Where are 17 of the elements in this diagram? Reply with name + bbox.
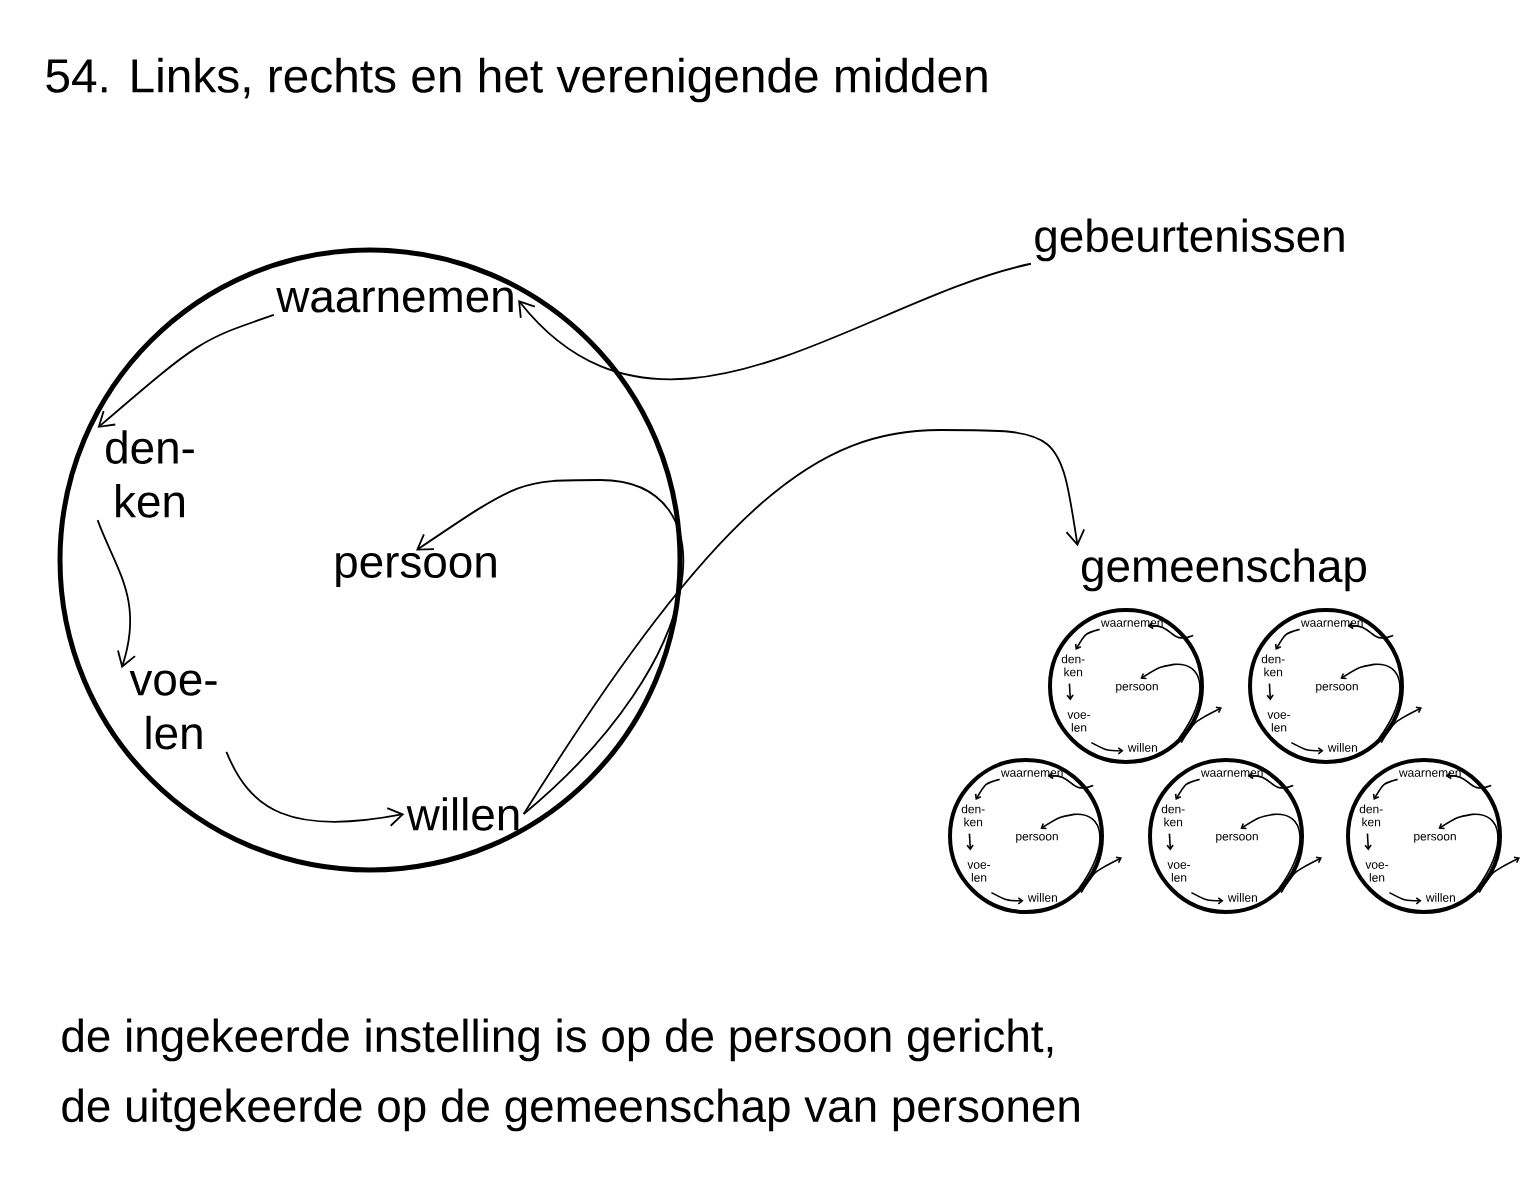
curved-arrow xyxy=(225,750,405,827)
word-label: gemeenschap xyxy=(1082,548,1366,592)
curved-arrow xyxy=(522,429,1086,815)
caption-line: de uitgekeerde op de gemeenschap van personen xyxy=(62,1088,1079,1132)
curved-arrow xyxy=(416,479,685,815)
word-label: waarnemen xyxy=(276,287,513,313)
circle xyxy=(57,247,683,873)
word-label: gebeurtenissen xyxy=(1035,218,1344,262)
word-label: den- ken xyxy=(106,430,194,518)
curved-arrow xyxy=(96,519,136,669)
word-label: voe- len xyxy=(129,670,217,750)
title: 54. Links, rechts en het verenigende midden xyxy=(46,57,987,103)
caption-line: de ingekeerde instelling is op de persoon gericht, xyxy=(62,1018,1053,1062)
word-label: willen xyxy=(406,797,519,831)
curved-arrow xyxy=(518,262,1032,381)
word-label: persoon xyxy=(336,552,496,588)
curved-arrow xyxy=(97,314,275,428)
